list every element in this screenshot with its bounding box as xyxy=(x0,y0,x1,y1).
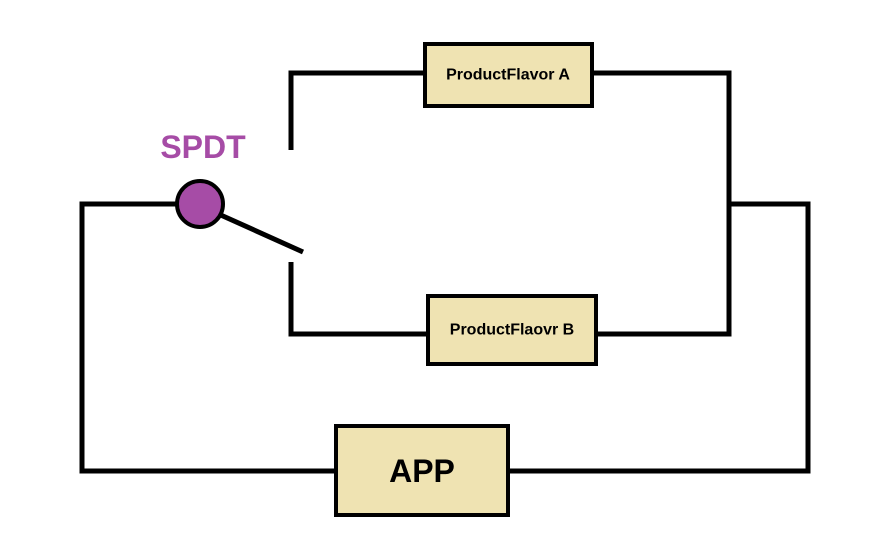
product-flavor-b-block: ProductFlaovr B xyxy=(426,294,598,366)
product-flavor-b-box xyxy=(426,294,598,366)
product-flavor-a-label: ProductFlavor A xyxy=(446,67,570,84)
wire-flavor-a-to-bus xyxy=(592,70,732,337)
product-flavor-a-block: ProductFlavor A xyxy=(423,42,594,108)
product-flavor-b-label: ProductFlaovr B xyxy=(450,322,574,339)
app-box xyxy=(334,424,510,517)
wire-contact-a xyxy=(288,70,425,150)
switch-label: SPDT xyxy=(160,129,246,165)
app-label: APP xyxy=(389,453,455,489)
wire-app-to-junction xyxy=(508,201,811,474)
wire-switch-to-app xyxy=(79,201,336,474)
wire-contact-b xyxy=(288,262,428,337)
switch-pivot xyxy=(175,179,225,229)
switch-blade xyxy=(212,209,305,255)
product-flavor-a-box xyxy=(423,42,594,108)
app-block: APP xyxy=(334,424,510,517)
